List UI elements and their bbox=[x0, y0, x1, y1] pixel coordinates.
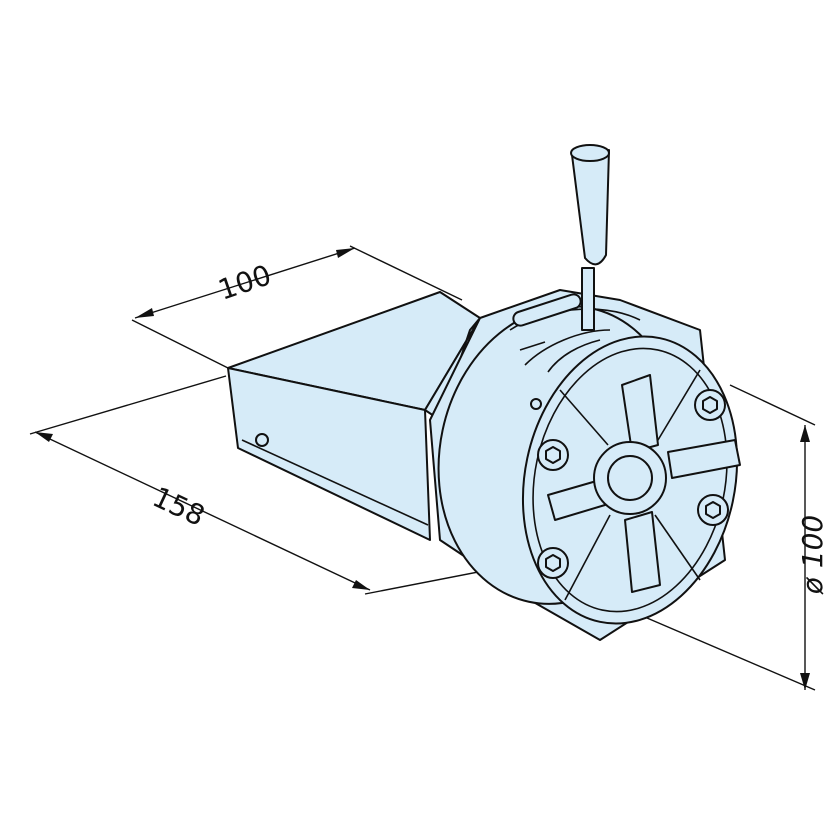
hex-screw-icon bbox=[697, 494, 729, 526]
mounting-hole bbox=[255, 433, 269, 447]
jaw-bottom bbox=[624, 511, 661, 593]
dimension-label-diameter: ø 100 bbox=[796, 514, 830, 595]
jaw-right bbox=[667, 439, 741, 479]
base-block bbox=[227, 291, 481, 541]
chuck-jaws bbox=[547, 369, 741, 601]
dimension-width bbox=[131, 245, 463, 369]
logo-plate bbox=[512, 293, 582, 327]
jaw-top bbox=[621, 374, 659, 453]
hex-screw-icon bbox=[694, 389, 726, 421]
clamping-lever bbox=[570, 144, 610, 331]
screws bbox=[537, 389, 729, 579]
hex-screw-icon bbox=[537, 547, 569, 579]
dimension-diameter bbox=[639, 384, 816, 691]
hex-screw-icon bbox=[537, 439, 569, 471]
